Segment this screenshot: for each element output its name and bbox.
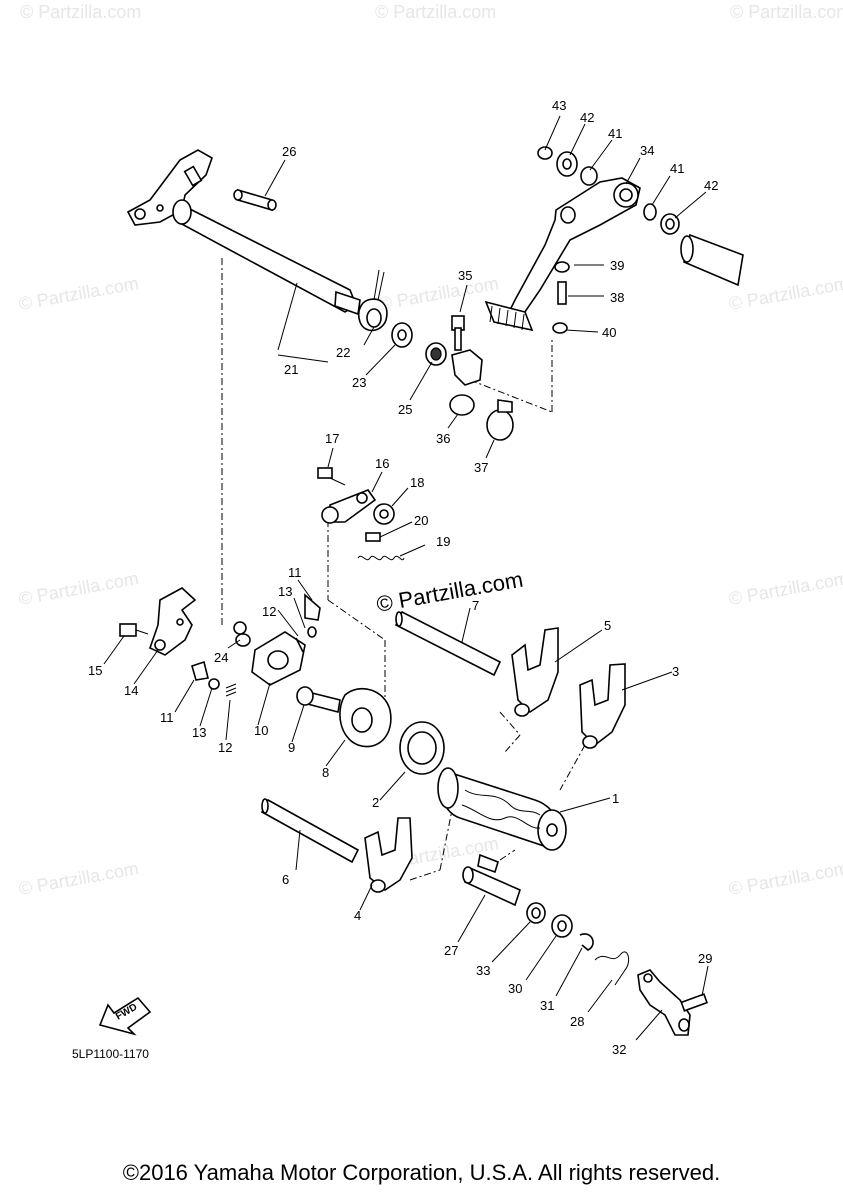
washer-seal [391,322,447,366]
callout-38: 38 [610,290,624,305]
callout-31: 31 [540,998,554,1013]
callout-29: 29 [698,951,712,966]
callout-4: 4 [354,908,361,923]
callout-7: 7 [472,598,479,613]
callout-25: 25 [398,402,412,417]
callout-6: 6 [282,872,289,887]
callout-19: 19 [436,534,450,549]
callout-37: 37 [474,460,488,475]
callout-11: 11 [288,565,302,580]
callout-30: 30 [508,981,522,996]
watermark: © Partzilla.com [730,2,843,22]
leader-lines [103,115,709,1041]
callout-13: 13 [192,725,206,740]
callout-14: 14 [124,683,138,698]
watermark: © Partzilla.com [17,273,140,314]
shift-shaft-lower [462,853,709,1036]
callout-numbers: 43 42 41 34 41 42 26 35 39 38 40 22 23 2… [88,98,718,1057]
callout-34: 34 [640,143,654,158]
callout-5: 5 [604,618,611,633]
callout-32: 32 [612,1042,626,1057]
callout-27: 27 [444,943,458,958]
shift-drum [437,767,567,851]
shift-forks [364,627,626,893]
copyright-notice: ©2016 Yamaha Motor Corporation, U.S.A. A… [122,1160,721,1185]
callout-39: 39 [610,258,624,273]
stopper-lever [317,467,405,561]
callout-1: 1 [612,791,619,806]
callout-18: 18 [410,475,424,490]
callout-41: 41 [670,161,684,176]
callout-13: 13 [278,584,292,599]
callout-20: 20 [414,513,428,528]
watermark: © Partzilla.com [727,568,843,609]
watermark: © Partzilla.com [17,858,140,899]
callout-23: 23 [352,375,366,390]
fwd-arrow-icon: FWD [98,996,152,1036]
callout-42: 42 [704,178,718,193]
callout-42: 42 [580,110,594,125]
segment-bearing [296,686,445,775]
callout-3: 3 [672,664,679,679]
watermark: © Partzilla.com [20,2,141,22]
callout-16: 16 [375,456,389,471]
shift-guide [119,587,197,656]
callout-40: 40 [602,325,616,340]
watermark: © Partzilla.com [727,858,843,899]
callout-21: 21 [284,362,298,377]
watermark: © Partzilla.com [17,568,140,609]
callout-28: 28 [570,1014,584,1029]
callout-22: 22 [336,345,350,360]
fork-shafts [260,610,502,864]
callout-9: 9 [288,740,295,755]
callout-12: 12 [262,604,276,619]
callout-41: 41 [608,126,622,141]
callout-33: 33 [476,963,490,978]
callout-12: 12 [218,740,232,755]
callout-43: 43 [552,98,566,113]
callout-15: 15 [88,663,102,678]
callout-24: 24 [214,650,228,665]
center-lines [221,258,586,881]
center-watermark: © Partzilla.com [375,567,525,617]
shift-pedal [449,146,744,441]
callout-26: 26 [282,144,296,159]
callout-36: 36 [436,431,450,446]
catalog-code: 5LP1100-1170 [72,1047,149,1061]
callout-11: 11 [160,710,174,725]
callout-8: 8 [322,765,329,780]
callout-2: 2 [372,795,379,810]
shift-lever-assembly [191,593,321,697]
shift-shaft [126,149,388,332]
callout-35: 35 [458,268,472,283]
callout-10: 10 [254,723,268,738]
watermark: © Partzilla.com [377,273,500,314]
watermark: © Partzilla.com [727,273,843,314]
watermark: © Partzilla.com [375,2,496,22]
callout-17: 17 [325,431,339,446]
